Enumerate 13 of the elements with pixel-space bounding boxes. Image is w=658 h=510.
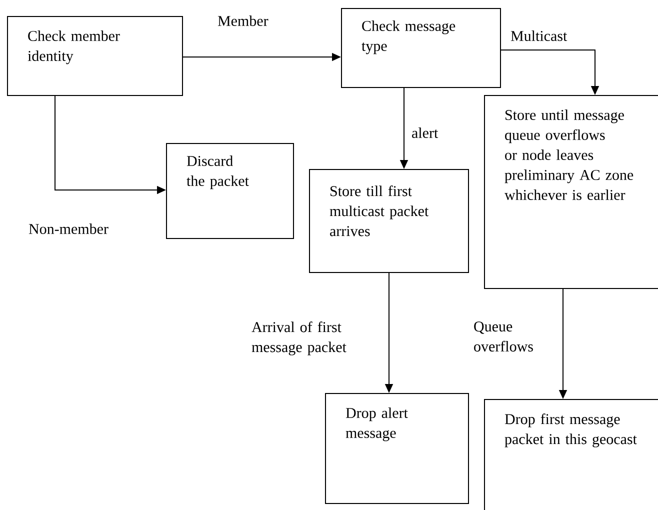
edge-label: Arrival of first message packet: [252, 322, 346, 356]
edge-label: Member: [218, 16, 268, 26]
process-box: Drop first message packet in this geocast: [484, 399, 658, 510]
edge-label: alert: [412, 128, 438, 138]
edge-label: Non-member: [28, 224, 108, 234]
process-box: Drop alert message: [325, 393, 469, 504]
process-box: Store until message queue overflows or node leaves preliminary AC zone whichever is earlier: [484, 95, 658, 289]
edge-label: Multicast: [510, 30, 568, 42]
process-box: Check member identity: [7, 16, 183, 96]
process-box: Store till first multicast packet arrives: [309, 169, 469, 273]
process-box: Discard the packet: [166, 143, 294, 239]
process-box: Check message type: [341, 8, 501, 88]
edge-label: Queue overflows: [474, 322, 533, 352]
